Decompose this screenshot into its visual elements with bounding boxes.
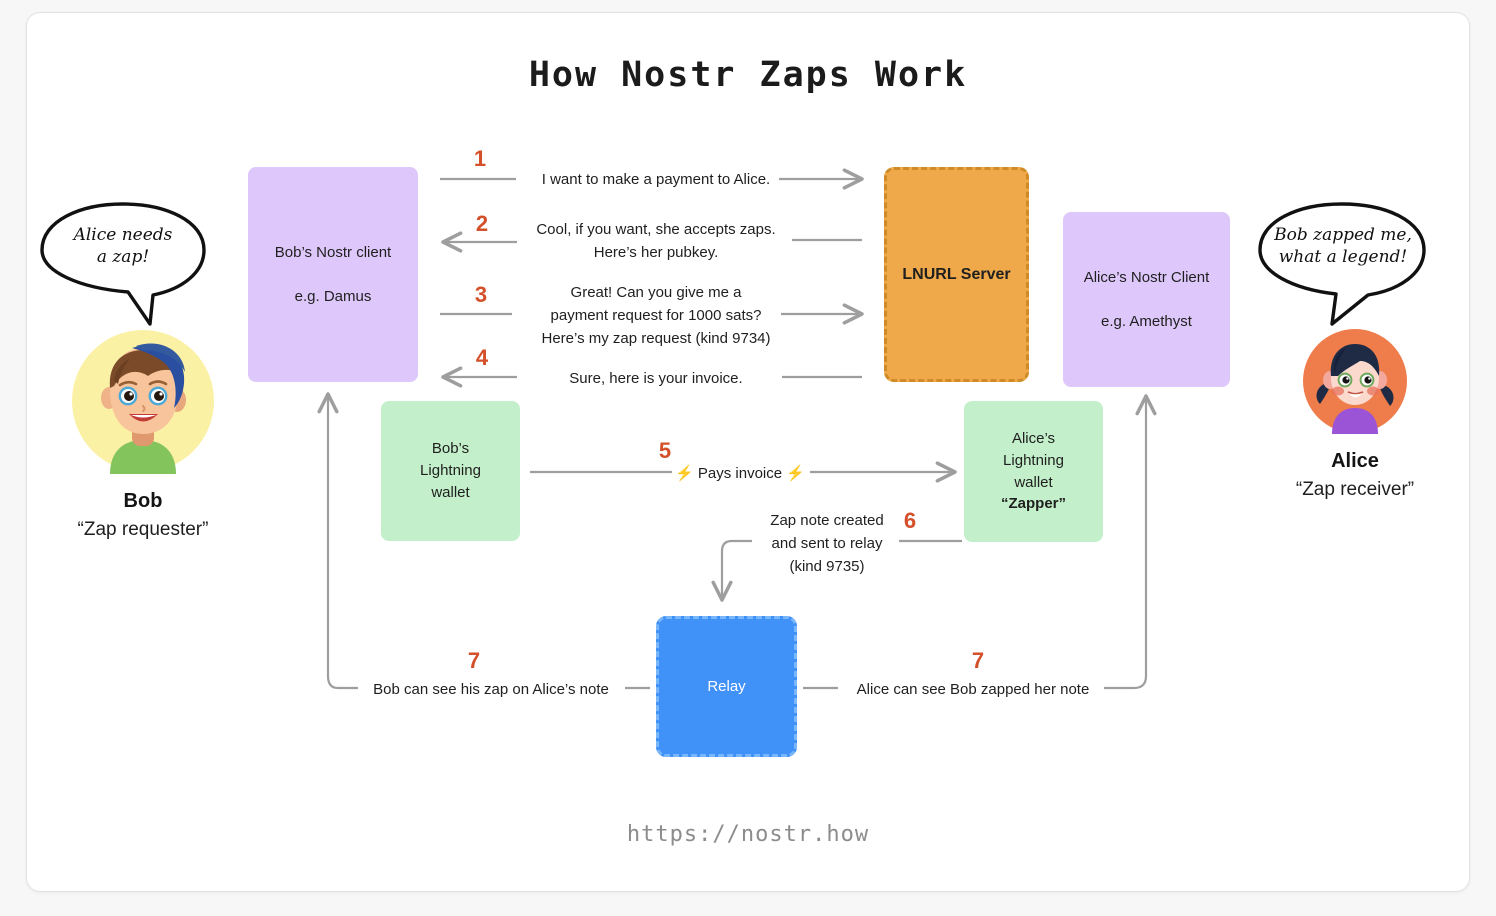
step-2-line-2: Here’s her pubkey. xyxy=(593,243,719,261)
step-number-1: 1 xyxy=(473,146,487,171)
actor-bob: Alice needs a zap! xyxy=(20,196,266,541)
box-alice-lightning-wallet-zapper: “Zapper” xyxy=(1000,495,1066,513)
bob-speech-bubble: Alice needs a zap! xyxy=(20,196,266,326)
box-bob-nostr-client[interactable]: Bob’s Nostr client e.g. Damus xyxy=(248,167,418,382)
alice-speech-bubble-text: Bob zapped me, what a legend! xyxy=(1262,224,1424,268)
alice-speech-bubble: Bob zapped me, what a legend! xyxy=(1232,196,1478,326)
box-bob-nostr-client-line-2: e.g. Damus xyxy=(294,287,372,305)
step-4-label: Sure, here is your invoice. xyxy=(448,368,864,391)
step-2-label: Cool, if you want, she accepts zaps. Her… xyxy=(448,219,864,265)
alice-role: “Zap receiver” xyxy=(1295,479,1415,500)
box-relay-label: Relay xyxy=(707,677,746,695)
step-number-6: 6 xyxy=(903,508,917,533)
alice-avatar xyxy=(1303,329,1407,434)
bob-bubble-line-1: Alice needs xyxy=(73,225,173,245)
box-alice-lightning-wallet[interactable]: Alice’s Lightning wallet “Zapper” xyxy=(964,401,1103,542)
step-3-line-2: payment request for 1000 sats? xyxy=(550,306,762,324)
step-5-line-1: ⚡ Pays invoice ⚡ xyxy=(675,465,805,482)
step-number-2: 2 xyxy=(475,211,489,236)
actor-alice: Bob zapped me, what a legend! xyxy=(1232,196,1478,501)
box-alice-nostr-client-line-1: Alice’s Nostr Client xyxy=(1083,268,1210,286)
box-alice-nostr-client-line-2: e.g. Amethyst xyxy=(1101,312,1192,330)
step-6-line-2: and sent to relay xyxy=(771,534,883,552)
alice-bubble-line-1: Bob zapped me, xyxy=(1274,225,1412,245)
box-relay[interactable]: Relay xyxy=(656,616,797,757)
step-5-label: ⚡ Pays invoice ⚡ xyxy=(630,463,850,486)
step-3-line-1: Great! Can you give me a xyxy=(570,284,742,301)
step-7-right-label: Alice can see Bob zapped her note xyxy=(840,679,1106,702)
box-alice-lightning-wallet-line-2: Lightning xyxy=(1003,451,1064,469)
box-alice-lightning-wallet-line-3: wallet xyxy=(1014,473,1053,491)
box-alice-lightning-wallet-line-1: Alice’s xyxy=(1011,430,1056,447)
step-number-7-left: 7 xyxy=(467,648,481,673)
box-lnurl-server[interactable]: LNURL Server xyxy=(884,167,1029,382)
page-title: How Nostr Zaps Work xyxy=(528,55,968,95)
step-number-7-right: 7 xyxy=(971,648,985,673)
footer-url[interactable]: https://nostr.how xyxy=(626,822,870,847)
step-1-line-1: I want to make a payment to Alice. xyxy=(541,171,771,188)
alice-bubble-line-2: what a legend! xyxy=(1278,247,1408,268)
step-6-line-3: (kind 9735) xyxy=(789,557,865,575)
box-bob-nostr-client-line-1: Bob’s Nostr client xyxy=(274,243,392,261)
box-lnurl-server-label: LNURL Server xyxy=(902,265,1011,283)
alice-name: Alice xyxy=(1331,450,1379,472)
bob-speech-bubble-shape xyxy=(40,202,206,326)
step-6-line-1: Zap note created xyxy=(770,512,884,529)
step-7-right-line-1: Alice can see Bob zapped her note xyxy=(856,681,1090,698)
step-2-line-1: Cool, if you want, she accepts zaps. xyxy=(536,221,776,238)
bob-avatar xyxy=(72,330,214,474)
bob-name: Bob xyxy=(123,490,163,512)
step-3-label: Great! Can you give me a payment request… xyxy=(448,282,864,350)
bob-bubble-line-2: a zap! xyxy=(96,247,150,268)
alice-speech-bubble-shape xyxy=(1258,202,1426,326)
box-bob-lightning-wallet-line-2: Lightning xyxy=(420,462,481,480)
step-7-left-line-1: Bob can see his zap on Alice’s note xyxy=(373,681,609,698)
step-4-line-1: Sure, here is your invoice. xyxy=(569,370,743,387)
bob-role: “Zap requester” xyxy=(77,519,209,540)
box-bob-lightning-wallet-line-1: Bob’s xyxy=(431,440,470,458)
step-number-3: 3 xyxy=(474,282,488,307)
step-number-5: 5 xyxy=(658,438,672,463)
step-number-4: 4 xyxy=(475,345,489,370)
step-6-label: Zap note created and sent to relay (kind… xyxy=(742,510,912,578)
box-bob-lightning-wallet[interactable]: Bob’s Lightning wallet xyxy=(381,401,520,541)
box-bob-lightning-wallet-line-3: wallet xyxy=(431,483,470,501)
step-1-label: I want to make a payment to Alice. xyxy=(448,169,864,192)
box-alice-nostr-client[interactable]: Alice’s Nostr Client e.g. Amethyst xyxy=(1063,212,1230,387)
step-7-left-label: Bob can see his zap on Alice’s note xyxy=(356,679,626,702)
bob-speech-bubble-text: Alice needs a zap! xyxy=(42,224,204,268)
step-3-line-3: Here’s my zap request (kind 9734) xyxy=(541,329,771,347)
